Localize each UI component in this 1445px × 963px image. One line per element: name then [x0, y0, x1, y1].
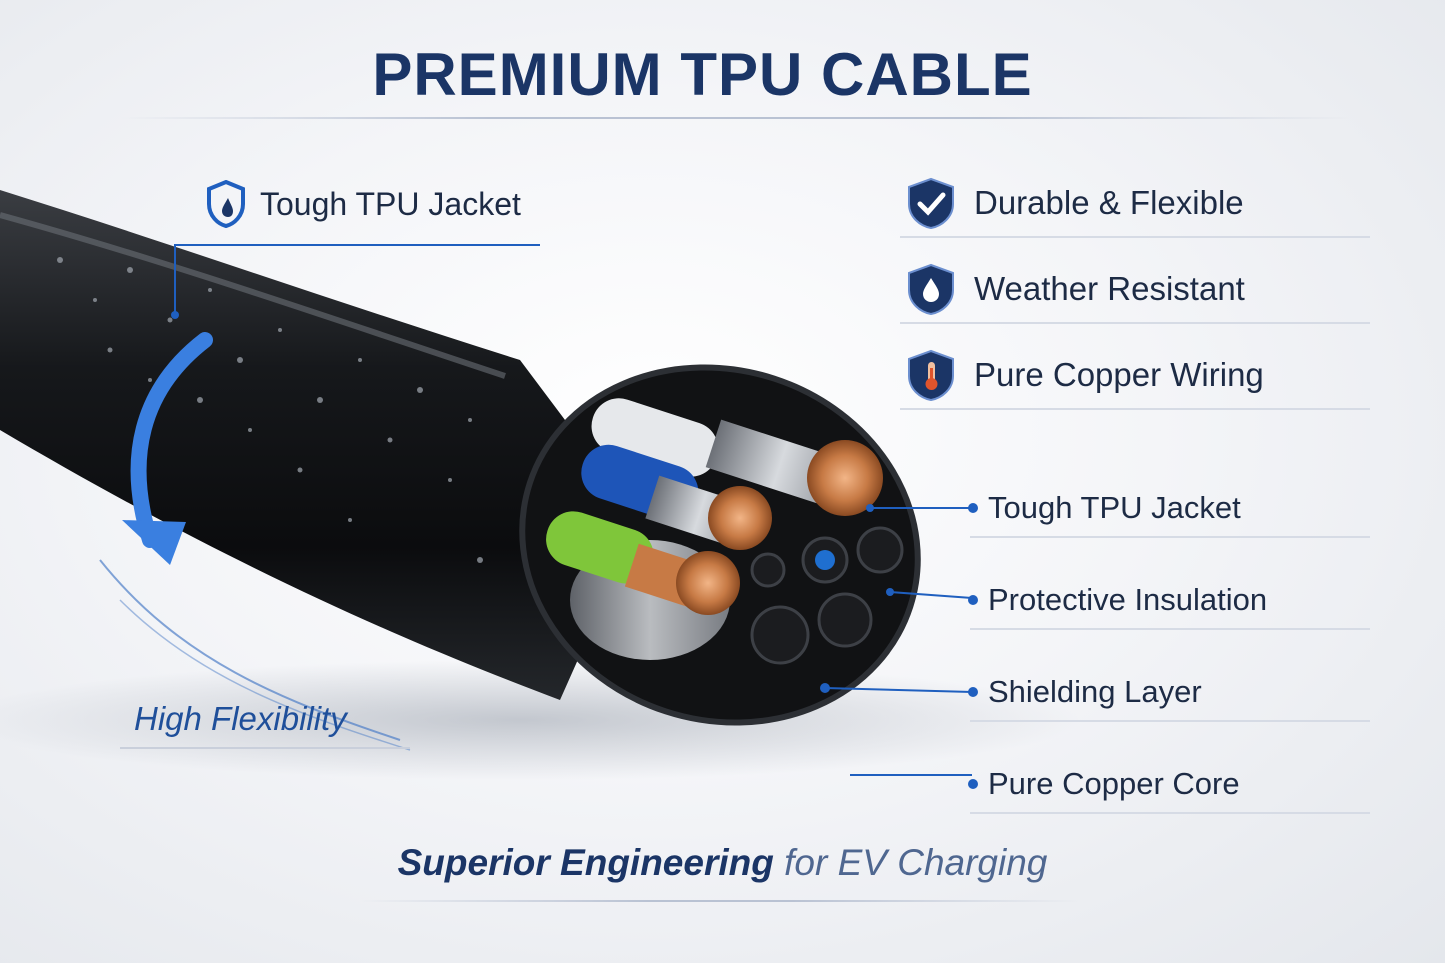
flex-arc: [99, 559, 401, 741]
tagline-strong: Superior Engineering: [397, 842, 774, 883]
jacket-highlight: [0, 212, 506, 379]
jacket-guide-line: [174, 244, 540, 315]
callout-list: Tough TPU Jacket Protective Insulation S…: [968, 480, 1370, 848]
feature-item: Weather Resistant: [900, 256, 1370, 324]
callout-item: Shielding Layer: [968, 664, 1370, 722]
jacket-label-text: Tough TPU Jacket: [260, 185, 521, 222]
shield-droplet-icon: [908, 263, 954, 316]
signal-core: [815, 550, 835, 570]
page-title: PREMIUM TPU CABLE: [372, 41, 1033, 108]
feature-item: Pure Copper Wiring: [900, 342, 1370, 410]
feature-item: Durable & Flexible: [900, 170, 1370, 238]
feature-list: Durable & Flexible Weather Resistant Pur…: [900, 170, 1370, 428]
shield-thermometer-icon: [908, 349, 954, 402]
shield-check-icon: [908, 177, 954, 230]
title-divider: [120, 117, 1350, 119]
callout-item: Protective Insulation: [968, 572, 1370, 630]
water-droplets: [57, 257, 483, 563]
tagline-soft: for EV Charging: [784, 842, 1048, 883]
flex-arrow-head: [122, 520, 186, 565]
callout-dot: [968, 503, 978, 513]
callout-dot: [968, 779, 978, 789]
shield-droplet-icon: [207, 180, 245, 228]
jacket-feature-label: Tough TPU Jacket: [206, 180, 521, 228]
green-yellow-insulation: [546, 511, 654, 584]
callout-item: Pure Copper Core: [968, 756, 1370, 814]
callout-dot: [968, 595, 978, 605]
cable-jacket: [0, 190, 640, 700]
callout-item: Tough TPU Jacket: [968, 480, 1370, 538]
flexibility-label: High Flexibility: [134, 700, 347, 737]
tagline-divider: [360, 900, 1080, 902]
copper-core-2: [708, 486, 772, 550]
tagline: Superior Engineering for EV Charging: [0, 842, 1445, 884]
callout-leaders: [824, 507, 973, 776]
callout-dot: [968, 687, 978, 697]
flex-arrow: [130, 332, 213, 548]
copper-core-1: [807, 440, 883, 516]
inner-conduits: [750, 526, 904, 665]
copper-core-3: [676, 551, 740, 615]
white-insulation: [591, 398, 719, 477]
